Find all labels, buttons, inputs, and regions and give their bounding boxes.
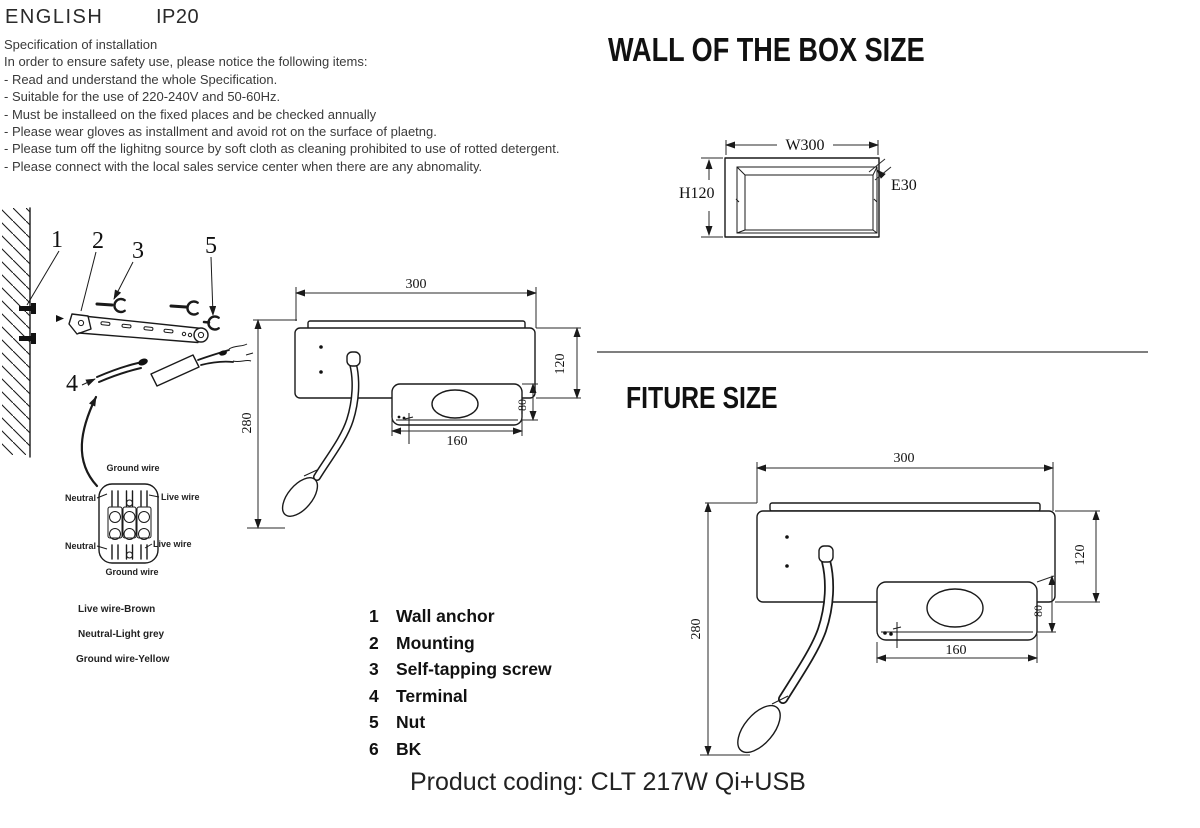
mounting-bracket — [56, 313, 209, 344]
panel-height-label: 80 — [515, 399, 529, 411]
parts-list-item: 1 Wall anchor — [369, 603, 552, 630]
panel-width-dimension: 160 — [876, 634, 1038, 663]
width-label: 300 — [406, 277, 427, 292]
spec-item: - Please connect with the local sales se… — [4, 158, 483, 174]
wall-box-width-dimension: W300 — [725, 137, 879, 155]
callout-lines — [26, 250, 217, 386]
spec-title: Specification of installation — [4, 37, 158, 52]
parts-list-item: 2 Mounting — [369, 630, 552, 657]
spec-item: - Please tum off the lighitng source by … — [4, 141, 560, 157]
width-label: 300 — [894, 451, 915, 466]
wall-box-outline — [724, 157, 880, 238]
product-coding: Product coding: CLT 217W Qi+USB — [410, 768, 806, 796]
height-label: 120 — [1073, 545, 1088, 566]
wall-box-edge-dimension: E30 — [868, 158, 917, 194]
parts-list-item: 5 Nut — [369, 709, 552, 736]
panel-width-dimension: 160 — [391, 414, 523, 449]
wire-legend-neutral: Neutral-Light grey — [78, 629, 165, 640]
part-label: Nut — [396, 712, 426, 733]
wall-box-width-label: W300 — [785, 137, 824, 154]
part-label: Wall anchor — [396, 606, 495, 626]
part-label: Mounting — [396, 632, 475, 653]
wall-hatch — [2, 207, 31, 458]
spec-item: - Must be installeed on the fixed places… — [4, 106, 377, 122]
wall-anchors — [19, 303, 36, 344]
wire-legend-ground: Ground wire-Yellow — [76, 654, 170, 665]
wire-legend-live: Live wire-Brown — [78, 604, 155, 615]
parts-list: 1 Wall anchor 2 Mounting 3 Self-tapping … — [369, 603, 552, 763]
parts-list-item: 3 Self-tapping screw — [369, 656, 552, 683]
specification-text: Specification of installation In order t… — [4, 36, 604, 175]
gooseneck-lamp — [281, 351, 361, 517]
spec-item: - Suitable for the use of 220-240V and 5… — [4, 89, 281, 105]
drop-dimension: 280 — [689, 502, 757, 756]
ip-rating-label: IP20 — [156, 6, 200, 28]
installation-diagram: 1 2 3 5 4 — [2, 207, 254, 665]
part-number: 3 — [369, 659, 379, 680]
part-number: 2 — [369, 632, 379, 653]
section-divider — [597, 351, 1148, 353]
fixture-drawing-large: 300 280 120 160 — [689, 451, 1100, 756]
height-dimension: 120 — [1055, 510, 1100, 603]
height-label: 120 — [553, 354, 568, 375]
width-dimension: 300 — [756, 451, 1054, 511]
parts-list-item: 4 Terminal — [369, 683, 552, 710]
terminal-label-neutral-top: Neutral — [65, 493, 96, 503]
terminal-label-neutral-bottom: Neutral — [65, 541, 96, 551]
terminal-wire-assembly — [80, 343, 254, 488]
panel-height-dimension: 80 — [1031, 575, 1056, 633]
drop-label: 280 — [689, 619, 704, 640]
terminal-block — [96, 483, 160, 564]
spec-intro: In order to ensure safety use, please no… — [4, 54, 368, 70]
gooseneck-lamp — [737, 545, 835, 754]
fixture-drawing-small: 300 280 120 160 — [240, 277, 581, 529]
height-dimension: 120 — [536, 327, 581, 399]
wall-box-diagram: W300 H120 E30 — [679, 137, 917, 238]
terminal-label-live-bottom: Live wire — [153, 539, 192, 549]
switch-panel — [391, 383, 523, 444]
panel-width-label: 160 — [447, 434, 468, 449]
spec-item: - Please wear gloves as installment and … — [4, 124, 437, 140]
spec-item: - Read and understand the whole Specific… — [4, 71, 278, 87]
wall-box-size-title: WALL OF THE BOX SIZE — [608, 31, 925, 68]
drop-label: 280 — [240, 413, 255, 434]
fixture-size-title: FITURE SIZE — [626, 380, 778, 415]
callout-1: 1 — [51, 227, 63, 253]
terminal-label-ground-bottom: Ground wire — [105, 567, 158, 577]
switch-panel — [876, 581, 1038, 648]
self-tapping-screws — [95, 297, 199, 316]
drop-dimension: 280 — [240, 319, 297, 529]
terminal-label-ground-top: Ground wire — [106, 463, 159, 473]
wall-box-height-dimension: H120 — [679, 157, 723, 238]
part-label: Terminal — [396, 685, 468, 706]
callout-4: 4 — [66, 371, 78, 397]
callout-3: 3 — [132, 238, 144, 264]
part-number: 5 — [369, 712, 379, 733]
width-dimension: 300 — [295, 277, 537, 328]
wall-box-edge-label: E30 — [891, 177, 917, 194]
nut-symbol — [202, 315, 220, 331]
panel-width-label: 160 — [946, 643, 967, 658]
callout-2: 2 — [92, 228, 104, 254]
part-number: 1 — [369, 606, 379, 626]
part-label: BK — [396, 738, 422, 759]
part-label: Self-tapping screw — [396, 659, 552, 680]
part-number: 4 — [369, 685, 379, 706]
terminal-label-live-top: Live wire — [161, 492, 200, 502]
panel-height-label: 80 — [1031, 605, 1045, 617]
language-label: ENGLISH — [5, 6, 104, 28]
callout-5: 5 — [205, 233, 217, 259]
parts-list-item: 6 BK — [369, 736, 552, 763]
part-number: 6 — [369, 738, 379, 759]
panel-height-dimension: 80 — [515, 383, 538, 421]
wall-box-height-label: H120 — [679, 185, 715, 202]
